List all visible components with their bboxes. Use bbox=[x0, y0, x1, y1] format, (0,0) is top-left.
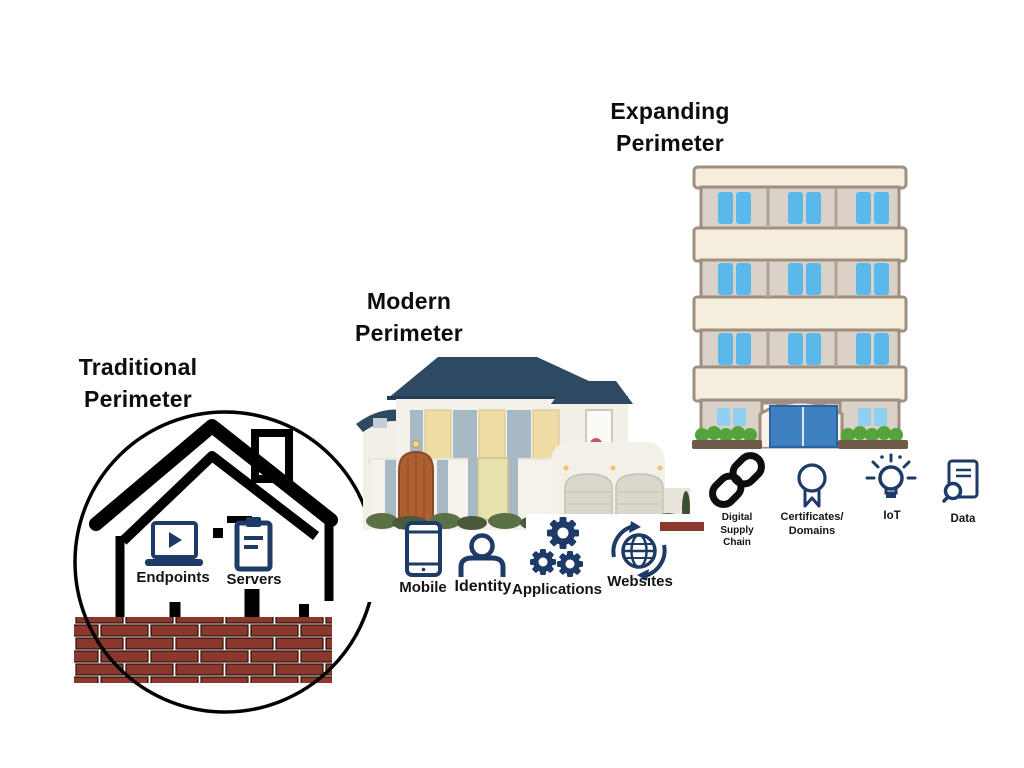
modern-house-photo bbox=[356, 357, 706, 604]
upper-windows bbox=[410, 409, 574, 461]
endpoints-label: Endpoints bbox=[136, 569, 210, 586]
building-windows bbox=[718, 192, 889, 365]
traditional-house-drawing bbox=[73, 410, 377, 714]
traditional-perimeter-title: Traditional Perimeter bbox=[78, 354, 198, 412]
websites-label: Websites bbox=[607, 573, 673, 590]
digital-supply-chain-label: Digital Supply Chain bbox=[720, 512, 754, 548]
brick-wall bbox=[74, 617, 332, 683]
applications-label: Applications bbox=[511, 581, 603, 598]
roof-inner-line bbox=[119, 451, 320, 545]
laptop-icon bbox=[145, 521, 203, 566]
data-label: Data bbox=[950, 513, 976, 525]
person-icon bbox=[458, 533, 506, 577]
certificate-ribbon-icon bbox=[797, 463, 827, 508]
smart-bulb-icon bbox=[865, 453, 917, 498]
smartphone-icon bbox=[405, 521, 442, 577]
expanding-perimeter-title: Expanding Perimeter bbox=[610, 98, 730, 156]
roof-outline bbox=[89, 419, 338, 531]
chain-link-icon bbox=[709, 452, 765, 508]
modern-perimeter-title: Modern Perimeter bbox=[355, 288, 463, 346]
clipboard-icon bbox=[234, 517, 273, 572]
expanding-building-illustration bbox=[692, 165, 908, 449]
globe-sync-icon bbox=[611, 521, 667, 581]
red-artifact bbox=[660, 522, 704, 531]
iot-label: IoT bbox=[883, 510, 901, 522]
mobile-label: Mobile bbox=[399, 579, 447, 596]
certificates-domains-label: Certificates/ Domains bbox=[780, 511, 844, 537]
building-hedges bbox=[692, 426, 908, 449]
identity-label: Identity bbox=[454, 578, 512, 595]
gears-icon bbox=[530, 517, 583, 577]
servers-label: Servers bbox=[226, 571, 282, 588]
mark-square bbox=[213, 528, 223, 538]
data-document-icon bbox=[942, 459, 979, 503]
mark-dash bbox=[227, 516, 252, 523]
